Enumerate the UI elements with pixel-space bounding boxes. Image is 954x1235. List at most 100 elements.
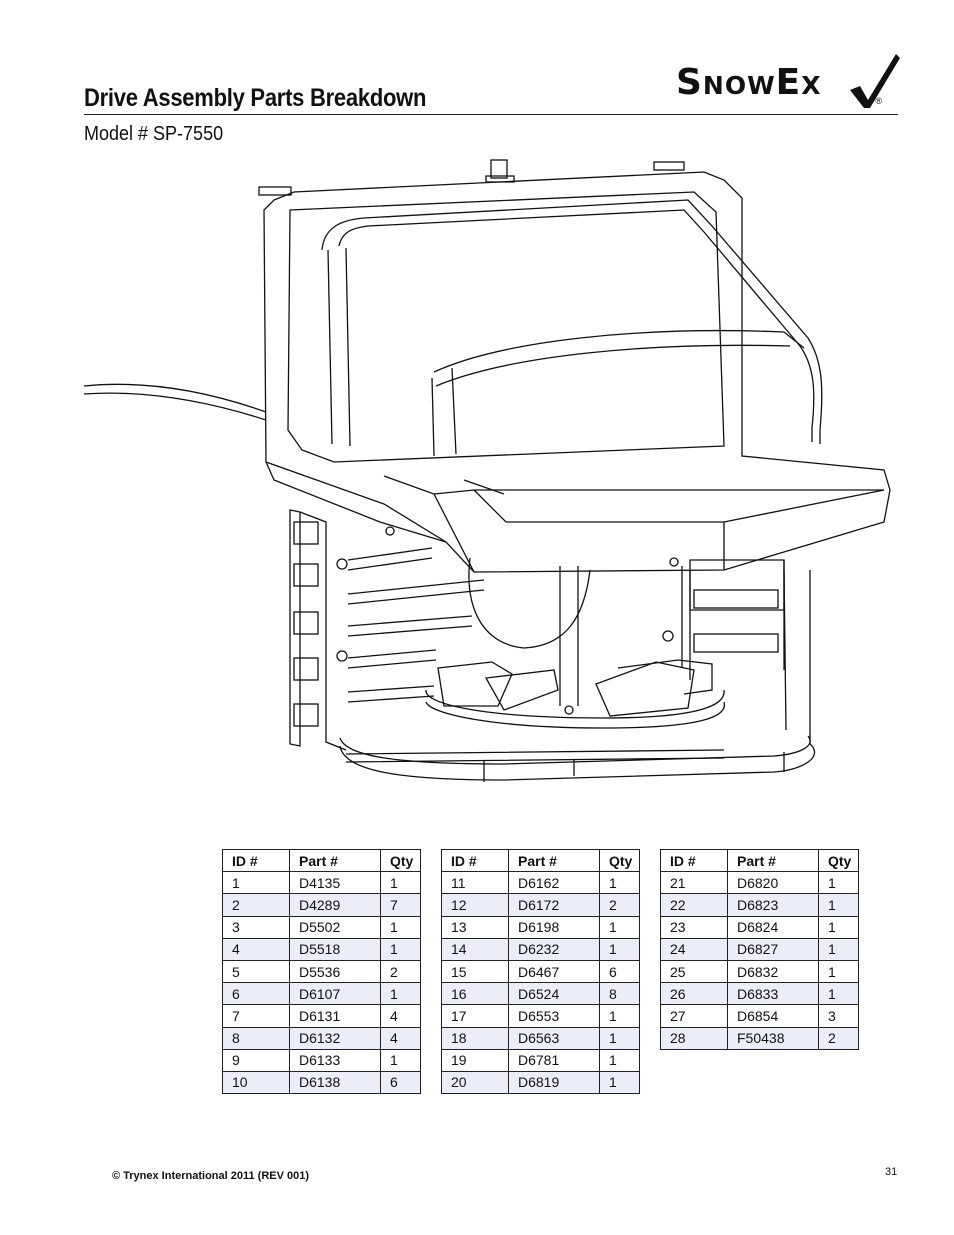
- cell-qty: 1: [818, 893, 859, 917]
- cell-qty: 1: [818, 937, 859, 961]
- cell-qty: 1: [599, 1026, 640, 1050]
- cell-part: D6854: [727, 1004, 819, 1028]
- cell-part: F50438: [727, 1026, 819, 1050]
- cell-id: 24: [660, 937, 728, 961]
- cell-qty: 1: [599, 1070, 640, 1095]
- cell-qty: 1: [599, 1004, 640, 1028]
- cell-qty: 1: [818, 982, 859, 1006]
- cell-id: 20: [441, 1070, 509, 1095]
- cell-part: D6107: [289, 982, 381, 1006]
- header-id: ID #: [441, 848, 509, 873]
- table-header-row: ID # Part # Qty: [660, 848, 859, 873]
- table-header-row: ID # Part # Qty: [441, 848, 640, 873]
- cell-id: 5: [222, 959, 290, 984]
- cell-id: 8: [222, 1026, 290, 1050]
- cell-id: 23: [660, 915, 728, 939]
- cell-part: D5502: [289, 915, 381, 939]
- cell-id: 2: [222, 893, 290, 917]
- cell-part: D6824: [727, 915, 819, 939]
- cell-qty: 6: [380, 1070, 421, 1095]
- checkmark-icon: [850, 54, 900, 108]
- cell-part: D6131: [289, 1004, 381, 1028]
- cell-id: 19: [441, 1048, 509, 1072]
- cell-qty: 1: [599, 915, 640, 939]
- cell-part: D5536: [289, 959, 381, 984]
- cell-qty: 8: [599, 982, 640, 1006]
- header-part: Part #: [727, 848, 819, 873]
- registered-mark: ®: [875, 96, 882, 106]
- cell-id: 6: [222, 982, 290, 1006]
- cell-id: 13: [441, 915, 509, 939]
- cell-qty: 1: [818, 871, 859, 895]
- cell-part: D6162: [508, 871, 600, 895]
- cell-id: 27: [660, 1004, 728, 1028]
- cell-part: D6232: [508, 937, 600, 961]
- cell-id: 17: [441, 1004, 509, 1028]
- cell-id: 3: [222, 915, 290, 939]
- cell-part: D6553: [508, 1004, 600, 1028]
- drive-assembly-diagram: [84, 159, 891, 782]
- cell-qty: 1: [380, 1048, 421, 1072]
- page-number: 31: [885, 1166, 898, 1178]
- cell-id: 25: [660, 959, 728, 984]
- cell-id: 1: [222, 871, 290, 895]
- cell-id: 4: [222, 937, 290, 961]
- title-rule: [84, 114, 898, 115]
- cell-part: D6198: [508, 915, 600, 939]
- cell-part: D6781: [508, 1048, 600, 1072]
- cell-qty: 4: [380, 1004, 421, 1028]
- cell-qty: 1: [818, 959, 859, 984]
- cell-id: 26: [660, 982, 728, 1006]
- cell-part: D6132: [289, 1026, 381, 1050]
- cell-qty: 3: [818, 1004, 859, 1028]
- cell-part: D6524: [508, 982, 600, 1006]
- cell-id: 11: [441, 871, 509, 895]
- cell-part: D6827: [727, 937, 819, 961]
- cell-part: D6133: [289, 1048, 381, 1072]
- cell-id: 9: [222, 1048, 290, 1072]
- cell-id: 15: [441, 959, 509, 984]
- cell-part: D4135: [289, 871, 381, 895]
- cell-part: D6823: [727, 893, 819, 917]
- page-title: Drive Assembly Parts Breakdown: [84, 84, 427, 112]
- cell-qty: 1: [599, 1048, 640, 1072]
- cell-part: D4289: [289, 893, 381, 917]
- header-part: Part #: [508, 848, 600, 873]
- header-qty: Qty: [818, 848, 859, 873]
- cell-part: D6138: [289, 1070, 381, 1095]
- model-number: Model # SP-7550: [84, 123, 224, 145]
- cell-part: D6820: [727, 871, 819, 895]
- cell-qty: 2: [380, 959, 421, 984]
- cell-id: 21: [660, 871, 728, 895]
- cell-id: 22: [660, 893, 728, 917]
- cell-part: D6832: [727, 959, 819, 984]
- brand-logo: SnowEx ®: [674, 50, 900, 110]
- cell-id: 7: [222, 1004, 290, 1028]
